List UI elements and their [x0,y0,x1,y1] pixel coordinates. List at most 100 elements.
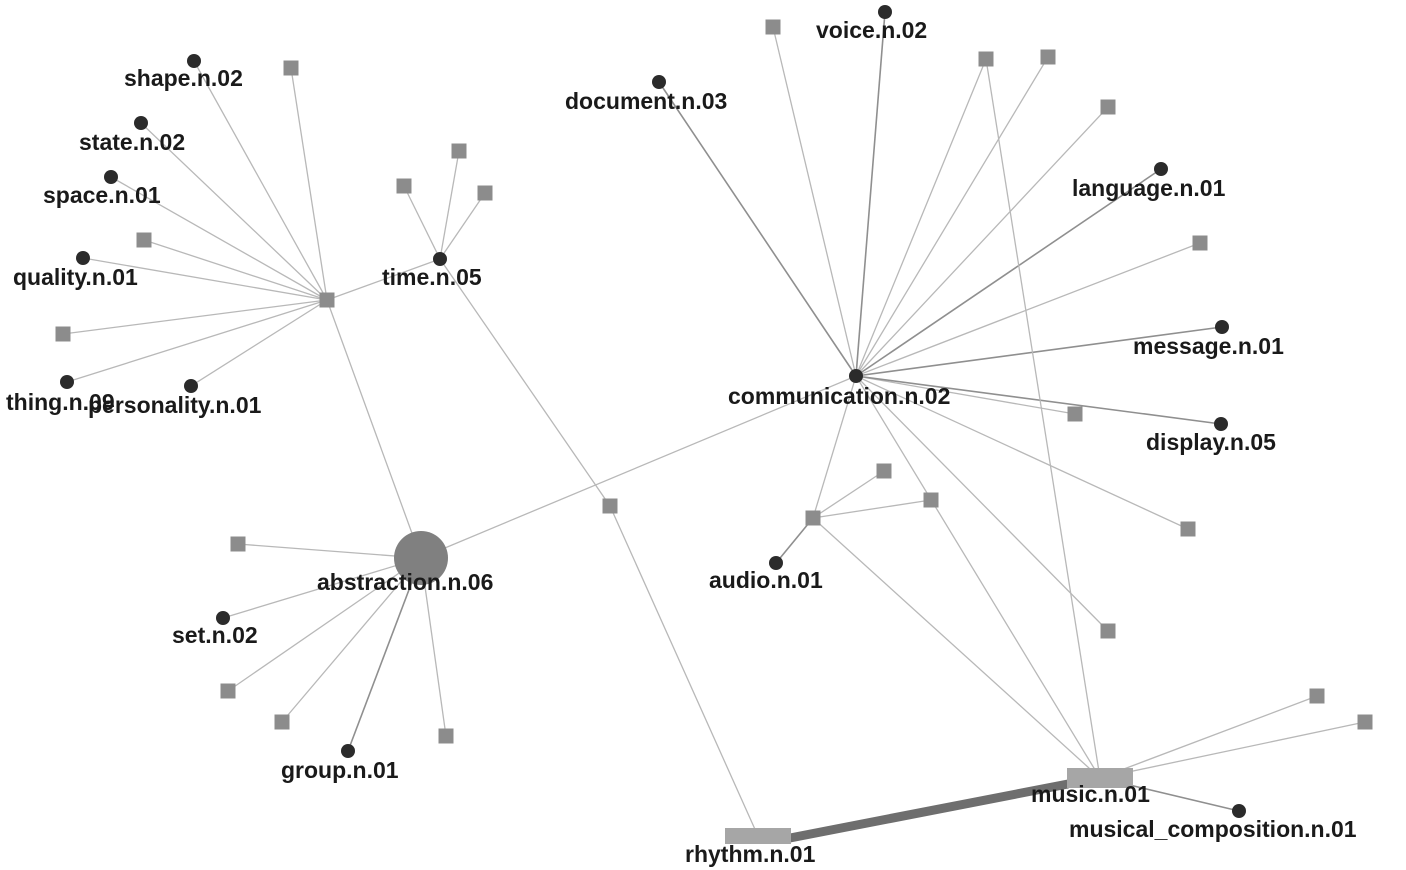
node-sqAud1[interactable] [876,463,892,479]
label-thing: thing.n.09 [6,389,115,415]
edge-comm-sqR7 [855,375,1109,632]
node-space[interactable] [104,170,118,184]
label-message: message.n.01 [1133,333,1284,359]
edge-abstraction-sqAL [237,543,422,559]
label-personality: personality.n.01 [88,392,262,418]
label-state: state.n.02 [79,129,185,155]
edge-comm-music [855,375,1101,779]
edge-aud-sqAud1 [812,470,885,519]
node-sqT2[interactable] [451,143,467,159]
label-display: display.n.05 [1146,429,1276,455]
node-sqR6[interactable] [1180,521,1196,537]
edge-comm-sqR1 [855,58,987,377]
node-music[interactable] [1067,768,1133,788]
edge-comm-sqR2 [855,56,1049,377]
label-rhythm: rhythm.n.01 [685,841,816,867]
node-sqMu1[interactable] [1309,688,1325,704]
node-sqR2[interactable] [1040,49,1056,65]
node-document[interactable] [652,75,666,89]
edge-hubA-personality [190,299,328,387]
node-sqAL3[interactable] [274,714,290,730]
label-shape: shape.n.02 [124,65,243,91]
node-time[interactable] [433,252,447,266]
edge-aud-sqAud2 [812,499,932,519]
label-document: document.n.03 [565,88,727,114]
node-thing[interactable] [60,375,74,389]
node-personality[interactable] [184,379,198,393]
edge-mid-rhythm [609,505,759,837]
edge-comm-sqV [772,26,857,377]
label-communication: communication.n.02 [728,383,950,409]
edge-comm-display [855,375,1222,425]
node-message[interactable] [1215,320,1229,334]
edge-comm-aud [812,375,857,519]
node-display[interactable] [1214,417,1228,431]
node-quality[interactable] [76,251,90,265]
node-sqAL2[interactable] [220,683,236,699]
edge-hubA-thing [66,299,328,383]
edge-music-sqMu1 [1099,695,1318,779]
edge-hubA-sqQual [143,239,328,301]
edge-abstraction-comm [420,375,857,559]
node-voice[interactable] [878,5,892,19]
label-audio: audio.n.01 [709,567,823,593]
node-sqR1[interactable] [978,51,994,67]
node-language[interactable] [1154,162,1168,176]
edge-hubA-sqShapeR [290,67,328,301]
edge-comm-language [855,168,1162,377]
label-group: group.n.01 [281,757,399,783]
node-sqMu2[interactable] [1357,714,1373,730]
edge-comm-message [855,326,1223,377]
node-aud[interactable] [805,510,821,526]
node-sqAB[interactable] [438,728,454,744]
edge-hubA-state [140,122,328,301]
node-sqQual[interactable] [136,232,152,248]
edge-comm-sqR3 [855,106,1109,377]
edge-comm-sqR4 [855,242,1201,377]
edge-abstraction-group [347,557,422,752]
label-set: set.n.02 [172,622,258,648]
label-voice: voice.n.02 [816,17,927,43]
edge-abstraction-hubA [326,299,422,559]
node-sqR5[interactable] [1067,406,1083,422]
node-comm[interactable] [849,369,863,383]
edge-time-sqT3 [439,192,486,260]
node-hubA[interactable] [319,292,335,308]
edge-abstraction-sqAL3 [281,557,422,723]
node-sqR3[interactable] [1100,99,1116,115]
node-sqAud2[interactable] [923,492,939,508]
node-group[interactable] [341,744,355,758]
node-musicalComp[interactable] [1232,804,1246,818]
node-setDot[interactable] [216,611,230,625]
edge-hubA-time [326,258,441,301]
graph-labels: shape.n.02 state.n.02 space.n.01 quality… [6,17,1357,867]
node-state[interactable] [134,116,148,130]
edge-hubA-shape [193,60,328,301]
edge-time-sqT2 [439,150,460,260]
graph-edges [62,11,1366,843]
node-shape[interactable] [187,54,201,68]
node-sqAL[interactable] [230,536,246,552]
node-sqR4[interactable] [1192,235,1208,251]
label-language: language.n.01 [1072,175,1226,201]
edge-abstraction-sqAB [420,557,447,737]
node-sqT1[interactable] [396,178,412,194]
edge-aud-music [812,517,1101,779]
node-sqT3[interactable] [477,185,493,201]
edge-sqR1-music [985,58,1101,779]
node-sqShapeR[interactable] [283,60,299,76]
label-musical-composition: musical_composition.n.01 [1069,816,1357,842]
node-sqR7[interactable] [1100,623,1116,639]
edge-rhythm-music-strong [789,779,1069,843]
node-sqV[interactable] [765,19,781,35]
edge-music-sqMu2 [1099,721,1366,779]
edge-time-sqT1 [403,185,441,260]
node-rhythm[interactable] [725,828,791,844]
label-space: space.n.01 [43,182,161,208]
node-abstraction[interactable] [394,531,448,585]
node-audioDot[interactable] [769,556,783,570]
node-mid[interactable] [602,498,618,514]
node-sqLeft[interactable] [55,326,71,342]
edge-hubA-sqLeft [62,299,328,335]
